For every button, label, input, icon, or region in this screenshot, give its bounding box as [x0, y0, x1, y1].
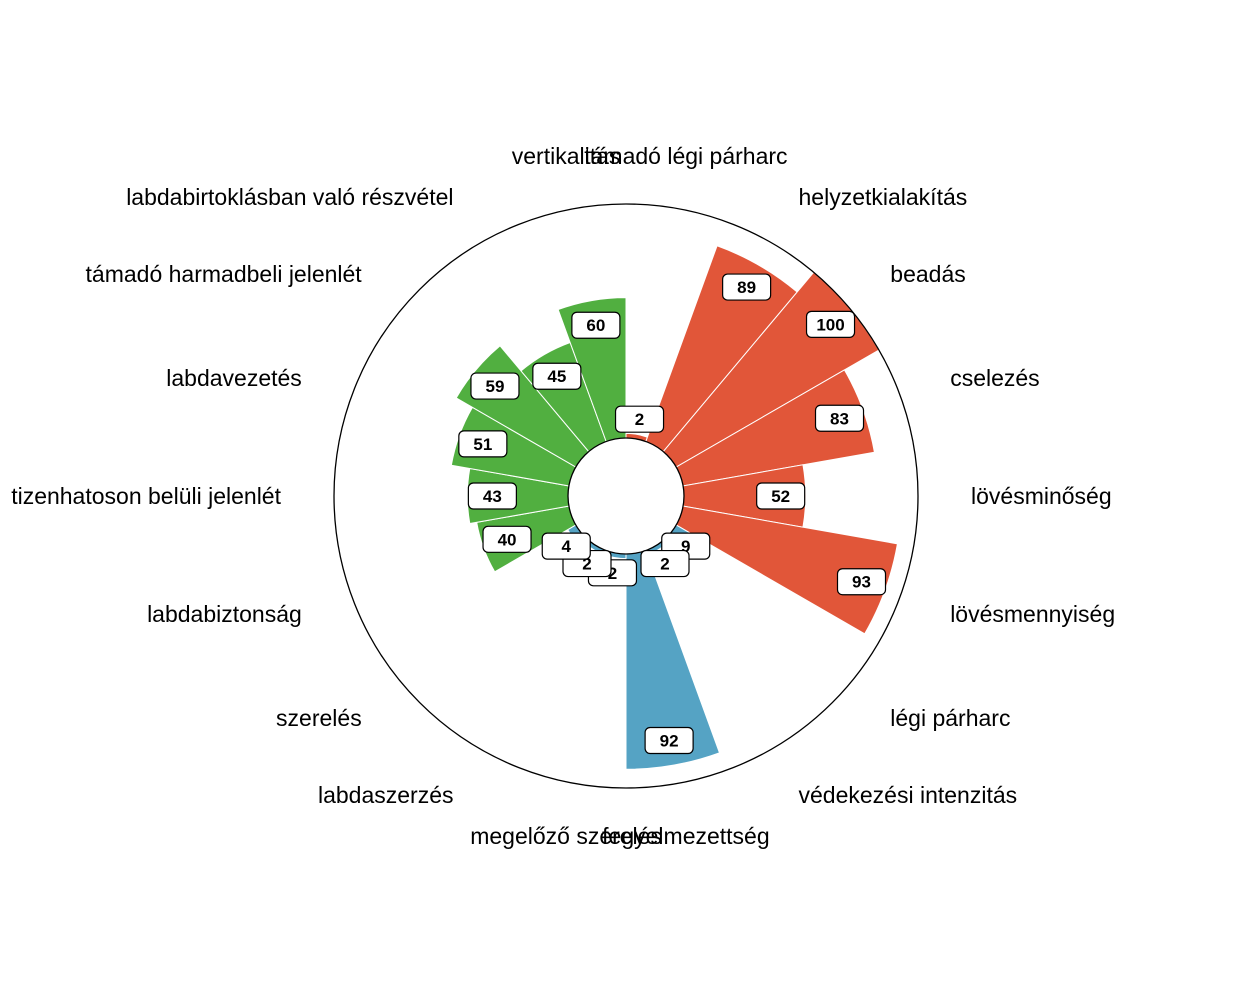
value-label-text: 2	[608, 564, 617, 583]
value-label-text: 100	[816, 315, 844, 334]
value-label-box	[458, 430, 508, 458]
category-label-8: védekezési intenzitás	[799, 782, 1018, 808]
value-label-3: 100	[805, 310, 856, 338]
value-label-text: 59	[485, 377, 504, 396]
value-label-text: 43	[483, 487, 502, 506]
value-label-text: 40	[498, 530, 517, 549]
value-label-6: 93	[836, 568, 887, 596]
value-label-box	[836, 568, 887, 596]
value-label-box	[470, 372, 520, 400]
category-label-5: lövésminőség	[971, 483, 1112, 509]
value-label-text: 60	[586, 316, 605, 335]
value-label-box	[805, 310, 856, 338]
value-label-text: 52	[771, 487, 790, 506]
value-label-box	[571, 311, 621, 339]
value-label-text: 4	[562, 537, 572, 556]
value-label-box	[722, 273, 772, 301]
value-label-text: 9	[681, 537, 690, 556]
value-label-text: 83	[830, 409, 849, 428]
value-label-box	[756, 482, 806, 510]
category-label-17: labdabirtoklásban való részvétel	[126, 184, 453, 210]
category-label-11: labdaszerzés	[318, 782, 454, 808]
category-labels-layer: támadó légi párharc helyzetkialakítás bead…	[11, 143, 1115, 849]
value-label-text: 2	[635, 410, 644, 429]
value-label-4: 83	[814, 404, 865, 432]
value-label-text: 2	[582, 555, 591, 574]
category-label-16: támadó harmadbeli jelenlét	[86, 261, 363, 287]
value-label-box	[614, 405, 665, 433]
value-label-14: 43	[467, 482, 517, 510]
category-label-13: labdabiztonság	[147, 601, 302, 627]
value-label-box	[532, 362, 582, 390]
category-label-14: tizenhatoson belüli jelenlét	[11, 483, 281, 509]
value-label-text: 45	[547, 367, 566, 386]
category-label-12: szerelés	[276, 705, 362, 731]
value-label-18: 60	[571, 311, 621, 339]
value-label-15: 51	[458, 430, 508, 458]
value-label-text: 93	[852, 573, 871, 592]
value-label-16: 59	[470, 372, 520, 400]
value-label-5: 52	[756, 482, 806, 510]
value-label-box	[644, 726, 694, 755]
category-label-7: légi párharc	[890, 705, 1010, 731]
value-label-box	[640, 549, 690, 578]
value-label-2: 89	[722, 273, 772, 301]
value-label-13: 40	[482, 525, 532, 553]
value-label-text: 92	[660, 732, 679, 751]
category-label-1: támadó légi párharc	[584, 143, 787, 169]
outer-ring	[333, 203, 919, 789]
value-label-text: 2	[660, 555, 669, 574]
value-label-box	[541, 532, 591, 560]
category-label-6: lövésmennyiség	[950, 601, 1115, 627]
category-label-4: cselezés	[950, 365, 1039, 391]
category-label-10: megelőző szerelés	[470, 823, 662, 849]
category-label-15: labdavezetés	[166, 365, 302, 391]
value-label-9: 92	[644, 726, 694, 755]
category-label-3: beadás	[890, 261, 965, 287]
value-label-box	[814, 404, 865, 432]
value-label-text: 51	[473, 435, 492, 454]
value-label-12: 4	[541, 532, 591, 560]
value-label-8: 2	[640, 549, 690, 578]
value-label-text: 89	[737, 278, 756, 297]
value-label-box	[467, 482, 517, 510]
inner-hole	[567, 437, 685, 555]
value-label-1: 2	[614, 405, 665, 433]
category-label-18: vertikalitás	[512, 143, 621, 169]
category-label-9: fegyelmezettség	[602, 823, 769, 849]
category-label-2: helyzetkialakítás	[799, 184, 968, 210]
value-label-box	[482, 525, 532, 553]
value-label-17: 45	[532, 362, 582, 390]
